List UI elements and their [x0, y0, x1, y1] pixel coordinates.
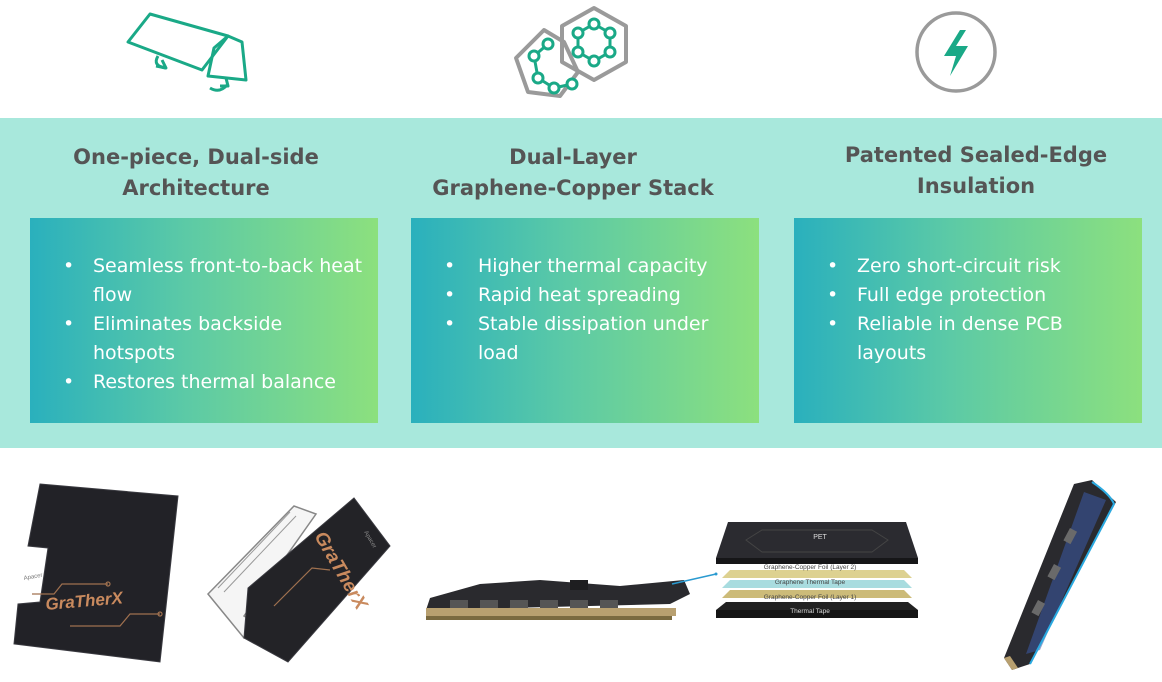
bullet-item: Seamless front-to-back heat flow	[30, 252, 368, 310]
feature-card-2: Higher thermal capacity Rapid heat sprea…	[411, 218, 759, 423]
stack-layer-label: Graphene-Copper Foil (Layer 2)	[763, 564, 857, 571]
memory-module-image: GraTherX Apacer	[204, 488, 394, 668]
bullet-item: Reliable in dense PCB layouts	[794, 310, 1132, 368]
feature-title-line: Dual-Layer	[509, 145, 637, 169]
feature-title-3: Patented Sealed-Edge Insulation	[796, 140, 1156, 202]
feature-title-1: One-piece, Dual-side Architecture	[16, 142, 376, 204]
bullet-item: Rapid heat spreading	[411, 281, 751, 310]
small-brand-text: Apacer	[23, 573, 43, 582]
bullet-item: Eliminates backside hotspots	[30, 310, 368, 368]
heatsink-sheet-image: GraTherX Apacer	[10, 476, 180, 668]
feature-title-line: Insulation	[916, 174, 1036, 198]
graphene-hexagon-icon	[508, 0, 638, 118]
bullet-item: Zero short-circuit risk	[794, 252, 1132, 281]
feature-title-line: Patented Sealed-Edge	[844, 143, 1108, 167]
layer-stack-diagram	[712, 518, 922, 622]
stack-layer-label: PET	[813, 534, 827, 541]
feature-card-3: Zero short-circuit risk Full edge protec…	[794, 218, 1142, 423]
connector-line	[671, 572, 718, 585]
bullet-item: Stable dissipation under load	[411, 310, 751, 368]
feature-title-line: Graphene-Copper Stack	[432, 176, 714, 200]
dual-side-board-icon	[118, 0, 258, 118]
bullet-item: Full edge protection	[794, 281, 1132, 310]
stack-layer-label: Graphene Thermal Tape	[774, 579, 846, 586]
stack-layer-label: Graphene-Copper Foil (Layer 1)	[763, 594, 857, 601]
sealed-edge-module-image	[1000, 478, 1120, 672]
bullet-item: Higher thermal capacity	[411, 252, 751, 281]
lightning-bolt-icon	[912, 0, 1002, 118]
feature-title-line: One-piece, Dual-side	[73, 145, 319, 169]
module-side-view-image	[420, 570, 692, 622]
feature-card-1: Seamless front-to-back heat flow Elimina…	[30, 218, 378, 423]
bullet-item: Restores thermal balance	[30, 368, 368, 397]
stack-layer-label: Thermal Tape	[790, 608, 830, 615]
feature-title-2: Dual-Layer Graphene-Copper Stack	[393, 142, 753, 204]
feature-title-line: Architecture	[122, 176, 270, 200]
